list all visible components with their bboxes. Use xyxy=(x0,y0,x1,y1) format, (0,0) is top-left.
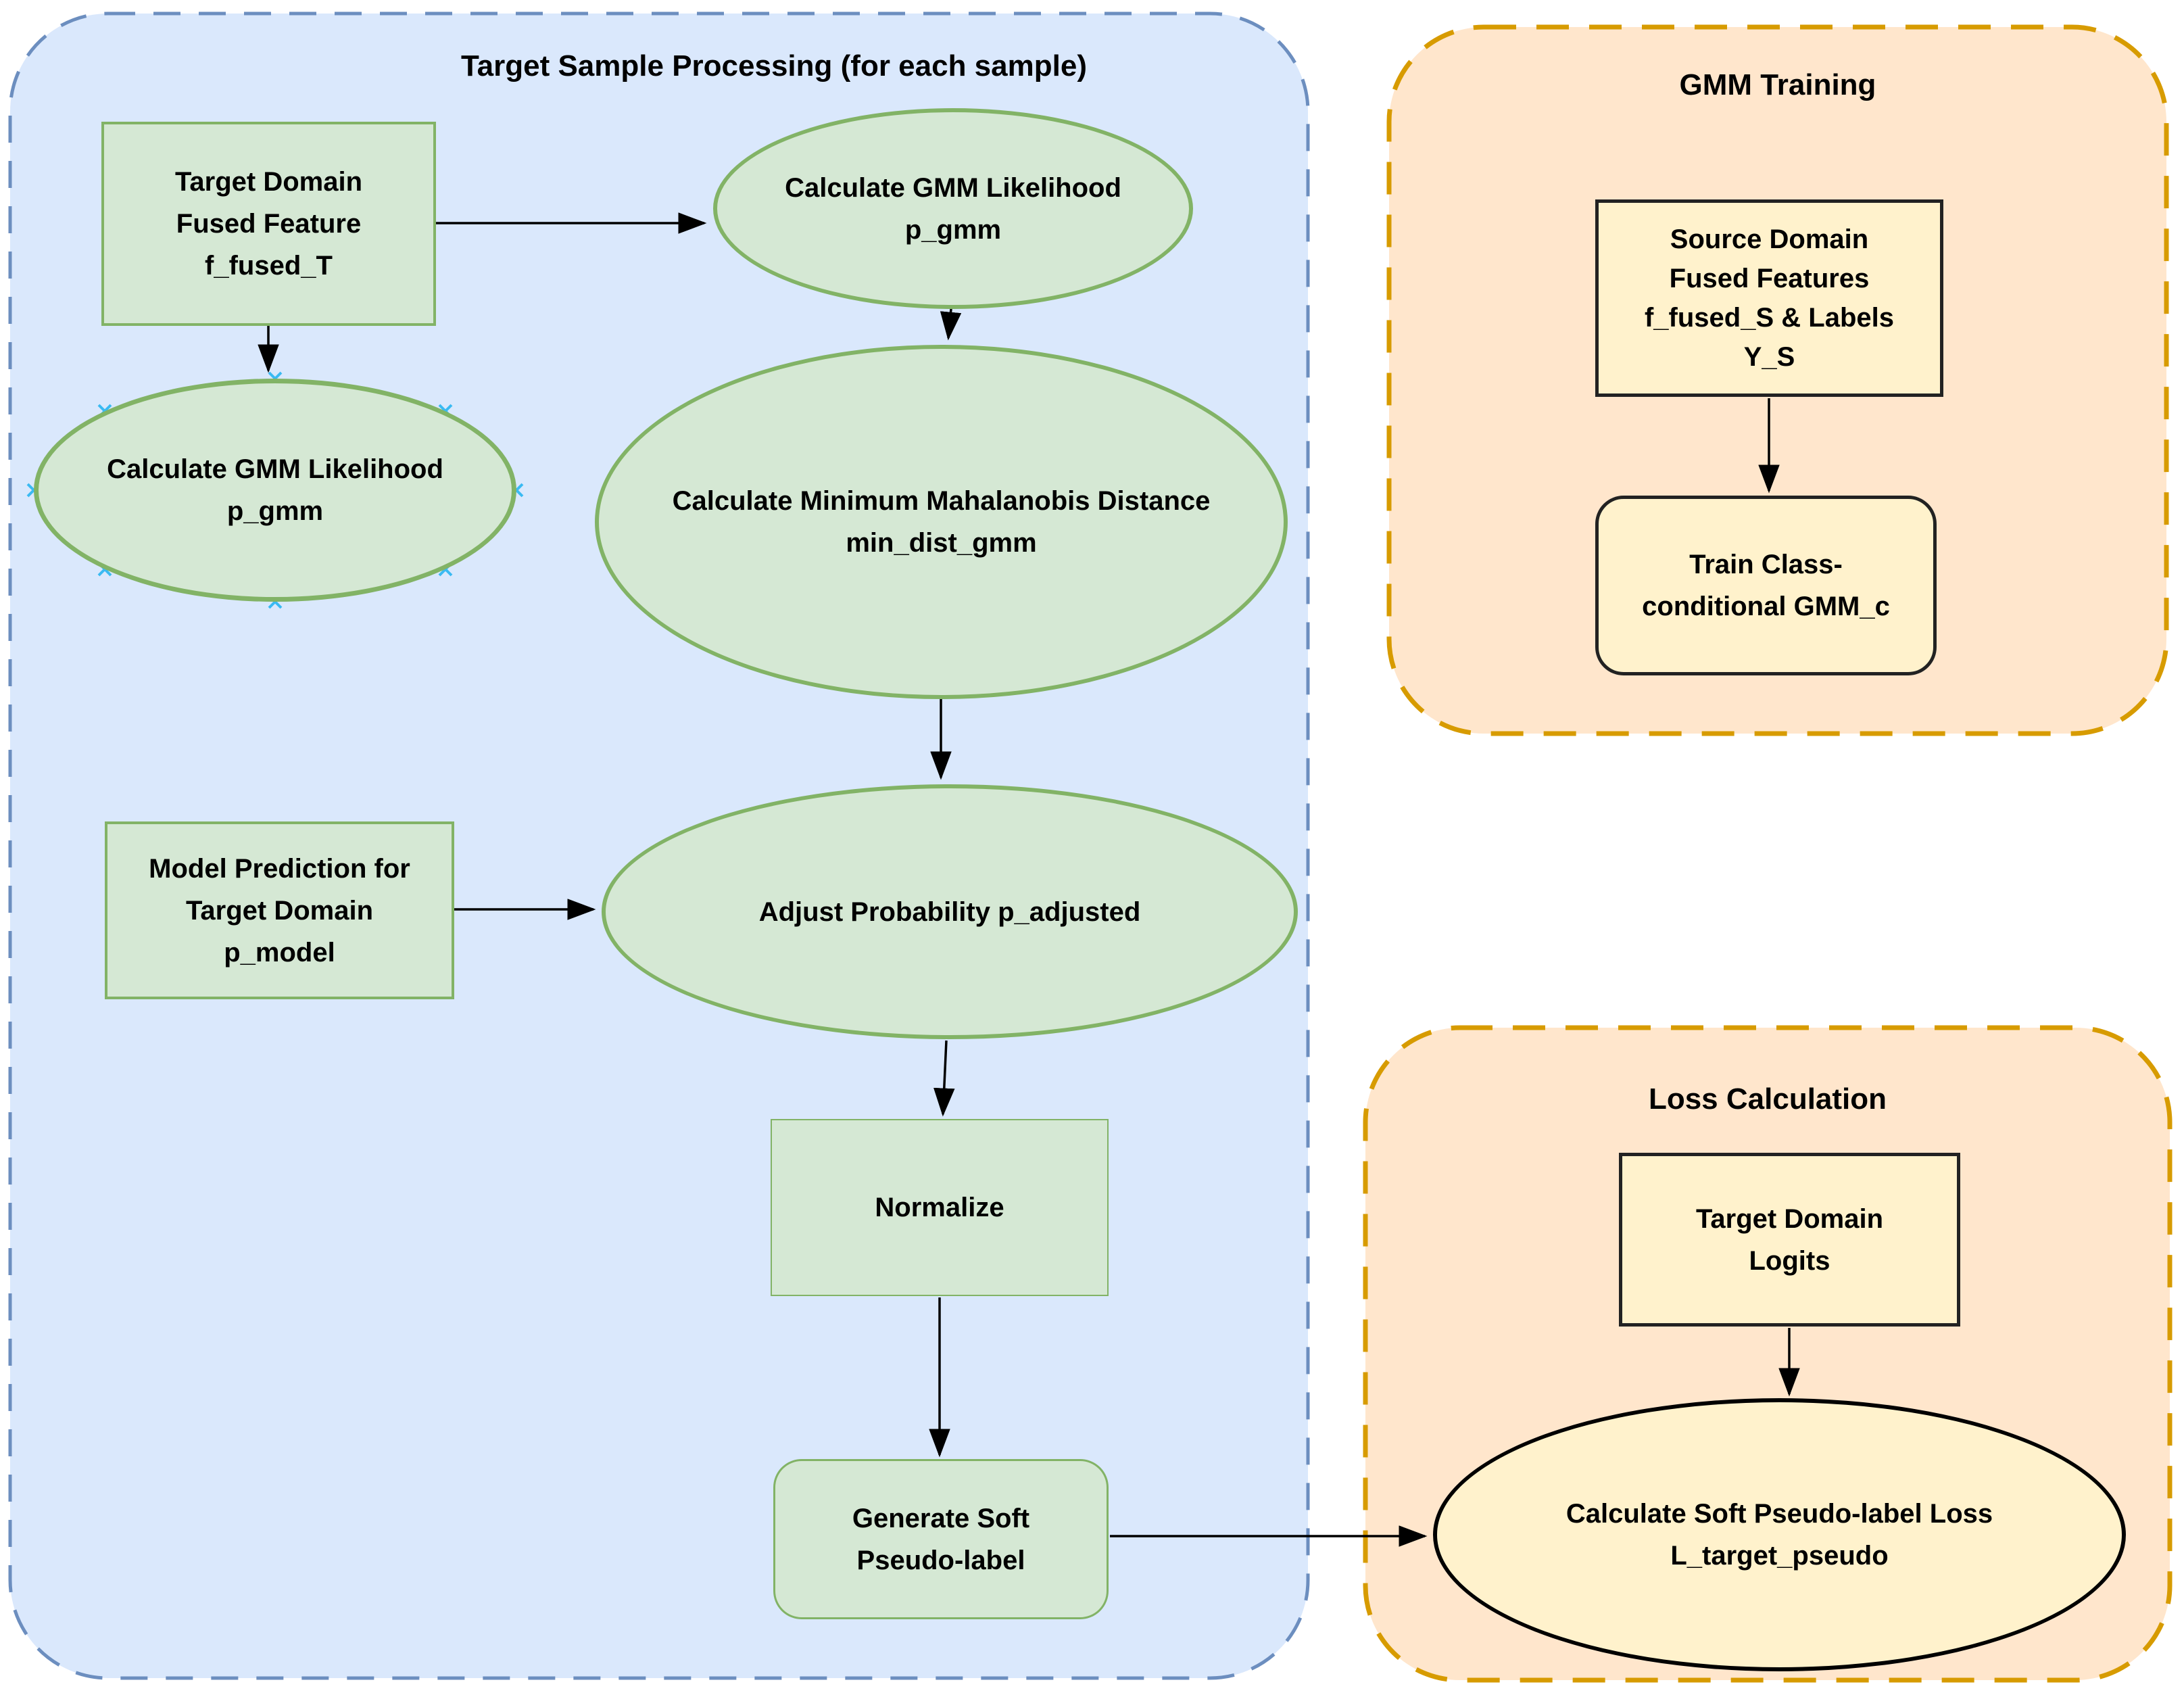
node-label-line: Calculate GMM Likelihood xyxy=(785,172,1121,203)
node-label-line: Target Domain xyxy=(174,167,363,197)
node-soft-pseudo-label-loss[interactable]: Calculate Soft Pseudo-label Loss L_targe… xyxy=(1433,1398,2126,1671)
node-label-line: Generate Soft xyxy=(852,1503,1030,1533)
node-label-line: Calculate GMM Likelihood xyxy=(107,454,443,484)
node-gmm-likelihood-left[interactable]: Calculate GMM Likelihood p_gmm xyxy=(34,379,516,602)
node-label-line: Fused Feature xyxy=(176,209,362,239)
node-label-line: L_target_pseudo xyxy=(1670,1541,1889,1571)
arrow-adjust-to-normalize[interactable] xyxy=(933,1040,955,1117)
node-generate-soft-pseudo-label[interactable]: Generate Soft Pseudo-label xyxy=(773,1459,1109,1619)
node-label-line: conditional GMM_c xyxy=(1642,592,1890,621)
node-label-line: Target Domain xyxy=(185,895,374,926)
node-label-line: Train Class- xyxy=(1689,550,1843,579)
node-label-line: Model Prediction for xyxy=(149,853,410,884)
node-label-line: Adjust Probability p_adjusted xyxy=(758,897,1141,927)
node-normalize[interactable]: Normalize xyxy=(771,1119,1109,1296)
node-label-line: Logits xyxy=(1749,1245,1830,1276)
node-model-prediction[interactable]: Model Prediction for Target Domain p_mod… xyxy=(105,821,454,999)
node-label-line: Calculate Minimum Mahalanobis Distance xyxy=(672,486,1211,516)
node-label-line: p_model xyxy=(224,937,335,968)
node-adjust-probability[interactable]: Adjust Probability p_adjusted xyxy=(602,784,1298,1039)
node-gmm-likelihood-top[interactable]: Calculate GMM Likelihood p_gmm xyxy=(713,108,1193,309)
node-label-line: Pseudo-label xyxy=(856,1545,1025,1575)
node-label-line: min_dist_gmm xyxy=(846,528,1037,558)
node-label-line: Y_S xyxy=(1743,342,1795,372)
title-target-sample-processing: Target Sample Processing (for each sampl… xyxy=(461,49,1087,82)
node-label-line: f_fused_T xyxy=(205,251,333,281)
node-target-domain-logits[interactable]: Target Domain Logits xyxy=(1619,1153,1960,1327)
node-label-line: p_gmm xyxy=(226,496,324,526)
node-label-line: Source Domain xyxy=(1670,224,1869,254)
node-train-class-conditional-gmm[interactable]: Train Class- conditional GMM_c xyxy=(1595,496,1937,675)
node-label-line: Fused Features xyxy=(1669,264,1870,293)
node-label-line: Calculate Soft Pseudo-label Loss xyxy=(1566,1499,1993,1529)
node-label-line: p_gmm xyxy=(904,214,1002,245)
node-source-fused-features[interactable]: Source Domain Fused Features f_fused_S &… xyxy=(1595,199,1943,397)
node-mahalanobis-distance[interactable]: Calculate Minimum Mahalanobis Distance m… xyxy=(595,345,1288,699)
node-label-line: Normalize xyxy=(875,1193,1004,1222)
node-label-line: f_fused_S & Labels xyxy=(1644,303,1894,333)
title-loss-calculation: Loss Calculation xyxy=(1648,1082,1887,1116)
node-label-line: Target Domain xyxy=(1695,1203,1884,1234)
title-gmm-training: GMM Training xyxy=(1679,68,1876,101)
node-target-fused-feature[interactable]: Target Domain Fused Feature f_fused_T xyxy=(101,122,436,326)
arrow-gmm-top-to-mahalanobis[interactable] xyxy=(940,308,962,341)
